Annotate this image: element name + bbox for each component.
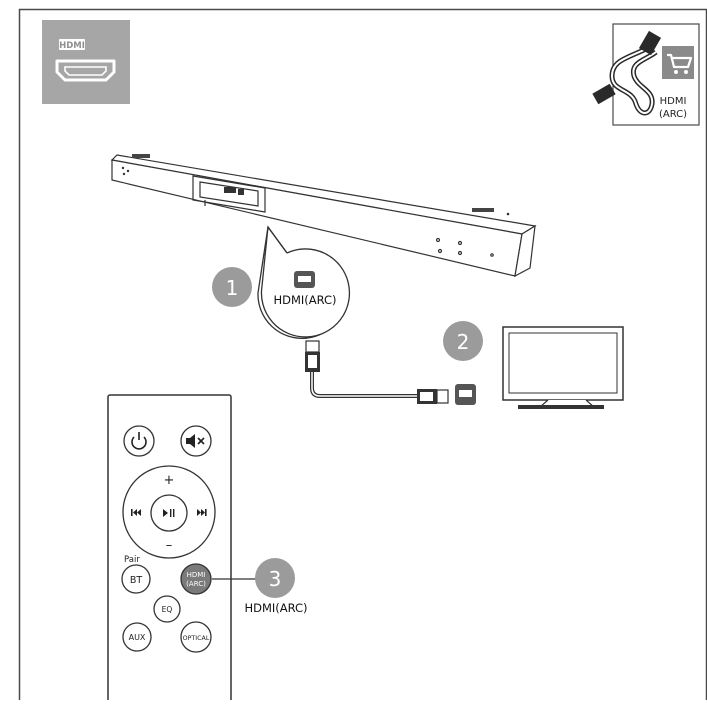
aux-button[interactable]: AUX: [122, 622, 152, 652]
eq-button[interactable]: EQ: [153, 595, 181, 623]
port-callout: HDMI(ARC): [257, 225, 351, 340]
hdmi-button-label-line1: HDMI: [187, 571, 206, 579]
tv-icon: [502, 326, 624, 409]
volume-up-label: +: [164, 473, 175, 488]
step2-badge: 2: [443, 321, 483, 361]
hdmi-cable-box: HDMI (ARC): [592, 23, 700, 126]
power-icon: [131, 436, 147, 450]
step3-number: 3: [269, 567, 282, 591]
tv-hdmi-port: [455, 384, 476, 405]
bt-button[interactable]: BT: [121, 564, 151, 594]
aux-button-label: AUX: [129, 633, 146, 642]
hdmi-arc-button[interactable]: HDMI (ARC): [180, 563, 212, 595]
power-button[interactable]: [123, 425, 155, 457]
cable-plug-icon: [305, 340, 320, 353]
optical-button[interactable]: OPTICAL: [180, 621, 212, 653]
step1-label: HDMI(ARC): [273, 293, 336, 307]
step3-label: HDMI(ARC): [244, 601, 307, 615]
soundbar: [110, 154, 537, 278]
hdmi-badge: HDMI: [42, 20, 130, 104]
step2-number: 2: [457, 330, 470, 354]
hdmi-cable: [305, 340, 449, 404]
step3-badge: 3: [255, 558, 295, 598]
hdmi-port-icon: [55, 59, 116, 82]
volume-down-label: –: [166, 538, 173, 553]
step1-badge: 1: [212, 267, 252, 307]
play-pause-icon: [163, 509, 175, 517]
bt-button-label: BT: [130, 575, 143, 586]
play-pause-button[interactable]: [150, 494, 188, 532]
cable-label-line2: (ARC): [659, 109, 687, 120]
hdmi-badge-label: HDMI: [59, 41, 85, 51]
cable-plug-icon: [436, 389, 449, 404]
mute-button[interactable]: [180, 425, 212, 457]
remote-control: + – Pair BT: [107, 394, 232, 704]
step1-number: 1: [226, 276, 239, 300]
next-track-icon: [197, 509, 207, 516]
pair-label: Pair: [124, 555, 140, 565]
cable-label-line1: HDMI: [660, 96, 687, 107]
mute-icon: [186, 434, 205, 448]
optical-button-label: OPTICAL: [183, 635, 210, 642]
hdmi-cable-icon: [592, 30, 662, 116]
hdmi-button-label-line2: (ARC): [186, 580, 206, 588]
shopping-cart-icon: [662, 46, 694, 79]
previous-track-icon: [131, 509, 141, 516]
eq-button-label: EQ: [162, 605, 173, 614]
